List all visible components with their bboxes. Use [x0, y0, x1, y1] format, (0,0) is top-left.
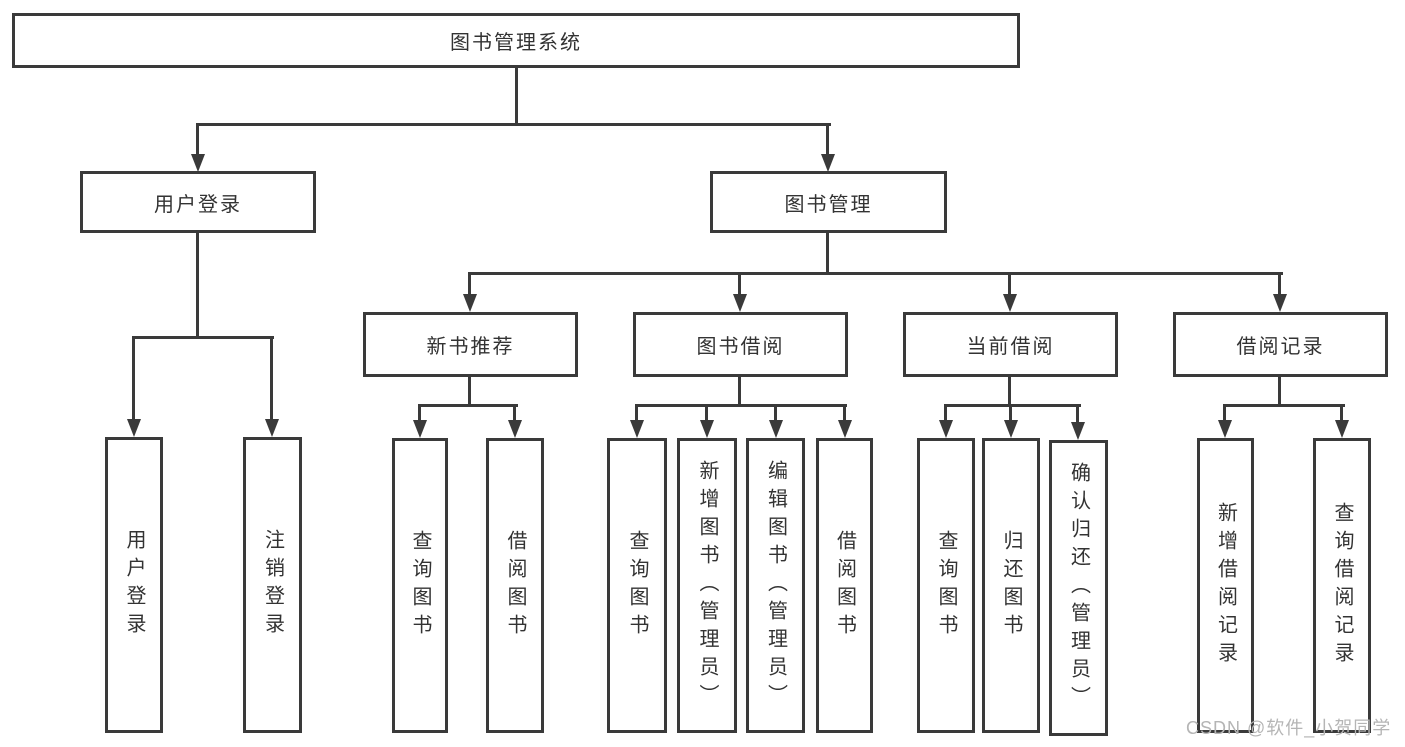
connector-line: [635, 404, 638, 422]
arrow-down-icon: [1335, 420, 1349, 438]
node-label: 借阅图书: [504, 529, 526, 642]
connector-line: [1278, 373, 1281, 407]
node-logout: 注销登录: [243, 437, 302, 733]
arrow-down-icon: [769, 420, 783, 438]
node-label: 查询图书: [626, 529, 648, 642]
arrow-down-icon: [939, 420, 953, 438]
node-label: 查询借阅记录: [1331, 501, 1353, 670]
node-query-books-current: 查询图书: [917, 438, 975, 733]
node-label: 图书借阅: [696, 336, 785, 358]
arrow-down-icon: [700, 420, 714, 438]
node-label: 图书管理系统: [450, 32, 582, 54]
arrow-down-icon: [733, 294, 747, 312]
node-borrowing-records: 借阅记录: [1173, 312, 1388, 377]
connector-line: [826, 231, 829, 275]
node-user-login: 用户登录: [80, 171, 316, 233]
connector-line: [1009, 404, 1012, 422]
connector-line: [1340, 404, 1343, 422]
arrow-down-icon: [265, 419, 279, 437]
connector-line: [1223, 404, 1345, 407]
connector-line: [132, 336, 274, 339]
connector-line: [468, 272, 471, 296]
watermark: CSDN @软件_小贺同学: [1186, 718, 1392, 738]
arrow-down-icon: [413, 420, 427, 438]
node-add-book-admin: 新增图书（管理员）: [677, 438, 737, 733]
node-label: 借阅图书: [833, 529, 856, 642]
arrow-down-icon: [838, 420, 852, 438]
connector-line: [843, 404, 846, 422]
connector-line: [635, 404, 847, 407]
node-return-books: 归还图书: [982, 438, 1040, 733]
node-query-books-borrow: 查询图书: [607, 438, 667, 733]
node-label: 归还图书: [1000, 529, 1022, 642]
connector-line: [468, 373, 471, 407]
connector-line: [826, 123, 829, 156]
node-label: 用户登录: [123, 529, 145, 641]
connector-line: [132, 336, 135, 421]
connector-line: [705, 404, 708, 422]
connector-line: [196, 123, 199, 156]
arrow-down-icon: [127, 419, 141, 437]
connector-line: [1223, 404, 1226, 422]
arrow-down-icon: [821, 154, 835, 172]
node-label: 新增借阅记录: [1214, 501, 1237, 670]
node-confirm-return-admin: 确认归还（管理员）: [1049, 440, 1108, 736]
node-label: 注销登录: [261, 529, 284, 641]
node-new-book-recommendation: 新书推荐: [363, 312, 578, 377]
arrow-down-icon: [1273, 294, 1287, 312]
connector-line: [513, 404, 516, 422]
arrow-down-icon: [463, 294, 477, 312]
node-borrow-books: 借阅图书: [816, 438, 873, 733]
node-query-books-recommend: 查询图书: [392, 438, 448, 733]
node-label: 借阅记录: [1236, 336, 1325, 358]
connector-line: [418, 404, 421, 422]
connector-line: [515, 66, 518, 126]
connector-line: [774, 404, 777, 422]
node-book-management-system: 图书管理系统: [12, 13, 1020, 68]
connector-line: [1076, 404, 1079, 424]
node-label: 用户登录: [154, 193, 242, 216]
connector-line: [738, 373, 741, 407]
node-label: 编辑图书（管理员）: [764, 459, 787, 712]
arrow-down-icon: [630, 420, 644, 438]
node-label: 查询图书: [935, 529, 957, 642]
connector-line: [196, 123, 831, 126]
connector-line: [1008, 373, 1011, 407]
arrow-down-icon: [191, 154, 205, 172]
connector-line: [1008, 272, 1011, 296]
connector-line: [196, 231, 199, 338]
connector-line: [944, 404, 947, 422]
connector-line: [270, 336, 273, 421]
node-add-borrow-record: 新增借阅记录: [1197, 438, 1254, 733]
node-borrow-books-recommend: 借阅图书: [486, 438, 544, 733]
connector-line: [468, 272, 1283, 275]
node-current-borrowing: 当前借阅: [903, 312, 1118, 377]
node-label: 查询图书: [409, 529, 431, 642]
node-edit-book-admin: 编辑图书（管理员）: [746, 438, 805, 733]
node-label: 确认归还（管理员）: [1067, 462, 1090, 714]
arrow-down-icon: [1003, 294, 1017, 312]
node-query-borrow-record: 查询借阅记录: [1313, 438, 1371, 733]
connector-line: [418, 404, 518, 407]
arrow-down-icon: [1071, 422, 1085, 440]
node-label: 新书推荐: [426, 336, 515, 358]
connector-line: [738, 272, 741, 296]
node-user-login-leaf: 用户登录: [105, 437, 163, 733]
arrow-down-icon: [508, 420, 522, 438]
connector-line: [944, 404, 1081, 407]
node-book-borrowing: 图书借阅: [633, 312, 848, 377]
node-book-management: 图书管理: [710, 171, 947, 233]
connector-line: [1278, 272, 1281, 296]
arrow-down-icon: [1218, 420, 1232, 438]
arrow-down-icon: [1004, 420, 1018, 438]
node-label: 图书管理: [784, 193, 873, 216]
node-label: 新增图书（管理员）: [696, 459, 718, 712]
node-label: 当前借阅: [966, 336, 1055, 358]
